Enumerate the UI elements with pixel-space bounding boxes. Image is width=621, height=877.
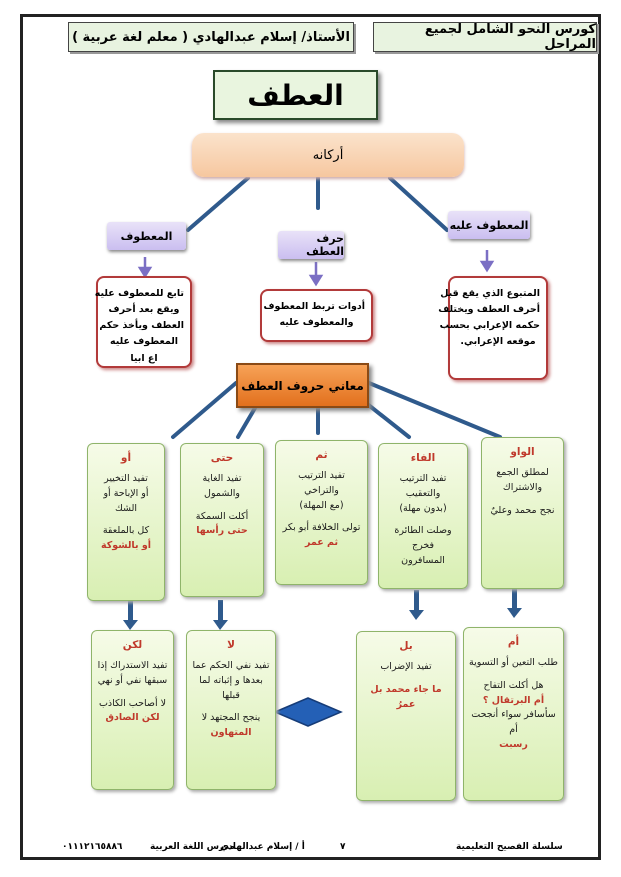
part-desc-left: تابع للمعطوف عليه ويقع بعد أحرف العطف وي… <box>95 276 192 368</box>
part-desc-right: المتبوع الذي يقع قبل أحرف العطف ويختلف ح… <box>438 276 548 380</box>
page-title: العطف <box>213 70 378 120</box>
card-fa: الفاء تفيد الترتيب والتعقيب (بدون مهلة) … <box>378 443 468 589</box>
teacher-header: الأستاذ/ إسلام عبدالهادي ( معلم لغة عربي… <box>68 22 354 52</box>
footer-series: سلسلة الفصيح التعليمية <box>456 842 563 852</box>
card-aw: أو تفيد التخيير أو الإباحة أو الشك كل با… <box>87 443 165 601</box>
card-hatta: حتى تفيد الغاية والشمول أكلت السمكة حتى … <box>180 443 264 597</box>
card-la: لا تفيد نفي الحكم عما بعدها و إثباته لما… <box>186 630 276 790</box>
footer-phone: ٠١١١٢١٦٥٨٨٦ <box>62 842 123 852</box>
part-label-right: المعطوف عليه <box>448 211 530 239</box>
part-label-left: المعطوف <box>107 222 186 250</box>
diamond-icon <box>273 697 343 727</box>
card-thumma: ثم تفيد الترتيب والتراخي (مع المهلة) تول… <box>275 440 368 585</box>
course-header: كورس النحو الشامل لجميع المراحل <box>373 22 597 52</box>
card-lakin: لكن تفيد الاستدراك إذا سبقها نفي أو نهي … <box>91 630 174 790</box>
meanings-box: معاني حروف العطف <box>236 363 369 408</box>
card-waw: الواو لمطلق الجمع والاشتراك نجح محمد وعل… <box>481 437 564 589</box>
card-bal: بل تفيد الإضراب ما جاء محمد بل عمرُ <box>356 631 456 801</box>
part-label-middle: حرف العطف <box>278 231 344 259</box>
footer-page-number: ٧ <box>340 842 346 852</box>
page-frame <box>20 14 601 860</box>
footer-teacher: أ / إسلام عبدالهادي <box>220 842 305 852</box>
pillars-banner: أركانه <box>192 133 464 177</box>
footer-role: مدرس اللغة العربية <box>150 842 235 852</box>
part-desc-middle: أدوات تربط المعطوف والمعطوف عليه <box>260 289 373 342</box>
card-am: أم طلب التعين أو التسوية هل أكلت التفاح … <box>463 627 564 801</box>
